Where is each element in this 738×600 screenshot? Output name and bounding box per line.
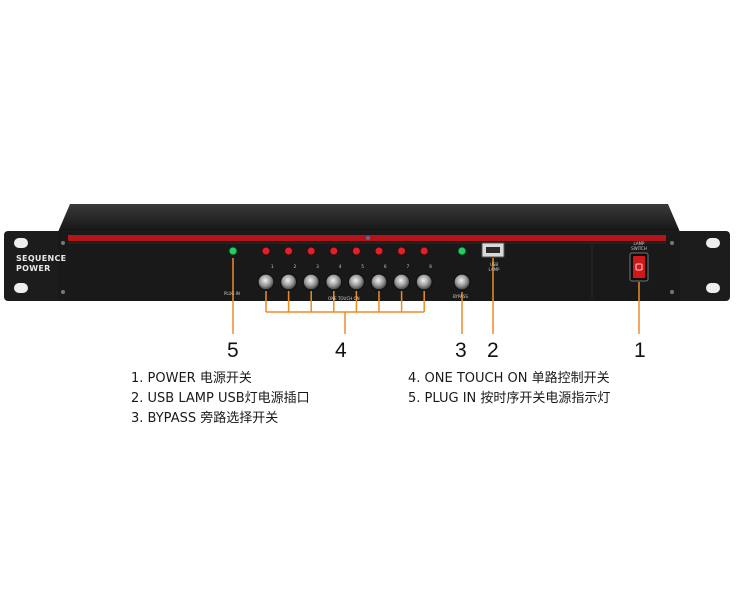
brand-label: SEQUENCE POWER bbox=[16, 254, 66, 274]
power-switch-indicator bbox=[635, 263, 643, 271]
callout-number-3: 3 bbox=[455, 339, 467, 362]
rack-hole-right-bottom bbox=[706, 283, 720, 293]
channel-number-4: 4 bbox=[339, 264, 342, 269]
channel-led-7 bbox=[397, 246, 407, 256]
legend-right: 4. ONE TOUCH ON 单路控制开关 5. PLUG IN 按时序开关电… bbox=[408, 369, 610, 409]
plug-in-label: PLUG IN bbox=[224, 291, 240, 296]
channel-switch-6[interactable] bbox=[370, 273, 388, 291]
channel-switch-4[interactable] bbox=[325, 273, 343, 291]
channel-number-7: 7 bbox=[407, 264, 410, 269]
channel-switch-8[interactable] bbox=[415, 273, 433, 291]
screw-icon bbox=[670, 241, 674, 245]
one-touch-label: ONE TOUCH ON bbox=[328, 296, 360, 301]
usb-lamp-label: USB LAMP bbox=[488, 262, 500, 272]
brand-line-1: SEQUENCE bbox=[16, 254, 67, 263]
power-switch[interactable] bbox=[633, 256, 645, 278]
brand-line-2: POWER bbox=[16, 264, 51, 273]
screw-icon bbox=[61, 290, 65, 294]
legend-item-plug-in: 5. PLUG IN 按时序开关电源指示灯 bbox=[408, 391, 611, 406]
callout-number-2: 2 bbox=[487, 339, 499, 362]
legend-item-bypass: 3. BYPASS 旁路选择开关 bbox=[131, 411, 279, 426]
channel-switch-7[interactable] bbox=[393, 273, 411, 291]
channel-number-6: 6 bbox=[384, 264, 387, 269]
plug-in-led bbox=[228, 246, 238, 256]
bypass-switch[interactable] bbox=[453, 273, 471, 291]
lamp-switch-label: LAMP SWITCH bbox=[631, 241, 647, 251]
channel-number-1: 1 bbox=[271, 264, 274, 269]
legend-item-power: 1. POWER 电源开关 bbox=[131, 371, 252, 386]
legend-item-one-touch: 4. ONE TOUCH ON 单路控制开关 bbox=[408, 371, 610, 386]
callout-number-4: 4 bbox=[335, 339, 347, 362]
rack-hole-left-top bbox=[14, 238, 28, 248]
channel-led-4 bbox=[329, 246, 339, 256]
channel-switch-2[interactable] bbox=[280, 273, 298, 291]
channel-number-8: 8 bbox=[429, 264, 432, 269]
channel-group: 1 2 3 4 5 6 7 8 bbox=[257, 246, 433, 291]
legend-left: 1. POWER 电源开关 2. USB LAMP USB灯电源插口 3. BY… bbox=[131, 369, 310, 429]
legend-item-usb-lamp: 2. USB LAMP USB灯电源插口 bbox=[131, 391, 310, 406]
channel-led-3 bbox=[306, 246, 316, 256]
rack-hole-left-bottom bbox=[14, 283, 28, 293]
bypass-label: BYPASS bbox=[453, 294, 468, 299]
screw-icon bbox=[670, 290, 674, 294]
callout-number-5: 5 bbox=[227, 339, 239, 362]
channel-led-1 bbox=[261, 246, 271, 256]
panel-inner bbox=[58, 232, 680, 301]
callout-ticks bbox=[265, 291, 425, 312]
bypass-led bbox=[457, 246, 467, 256]
usb-slot bbox=[486, 247, 500, 253]
channel-switch-5[interactable] bbox=[347, 273, 365, 291]
channel-number-2: 2 bbox=[294, 264, 297, 269]
channel-led-6 bbox=[374, 246, 384, 256]
screw-icon bbox=[61, 241, 65, 245]
channel-led-5 bbox=[351, 246, 361, 256]
center-screw-icon bbox=[366, 236, 370, 240]
channel-led-8 bbox=[419, 246, 429, 256]
chassis-top bbox=[58, 204, 680, 232]
callout-number-1: 1 bbox=[634, 339, 646, 362]
channel-number-5: 5 bbox=[361, 264, 364, 269]
channel-number-3: 3 bbox=[316, 264, 319, 269]
rack-hole-right-top bbox=[706, 238, 720, 248]
callout-lines bbox=[232, 258, 640, 334]
channel-led-2 bbox=[284, 246, 294, 256]
channel-switch-3[interactable] bbox=[302, 273, 320, 291]
channel-switch-1[interactable] bbox=[257, 273, 275, 291]
